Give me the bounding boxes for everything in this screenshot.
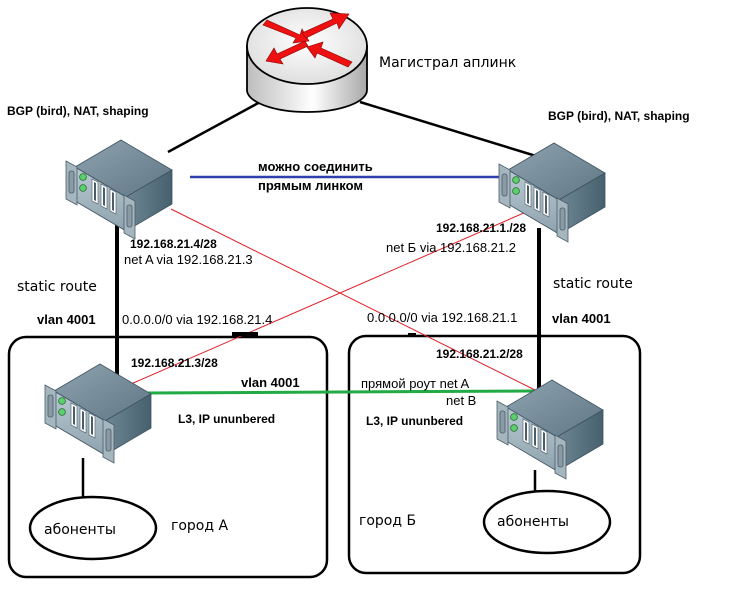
right-static-route-label: static route <box>553 276 633 292</box>
uplink-left <box>167 99 263 154</box>
city-b-label: город Б <box>359 513 417 529</box>
cross-link-red-2 <box>130 211 527 385</box>
city-b-box <box>347 334 642 575</box>
server-icon-border-left <box>65 139 173 240</box>
right-border-ip: 192.168.21.1./28 <box>436 221 527 235</box>
border-right-label: BGP (bird), NAT, shaping <box>548 109 690 123</box>
city-a-label: город А <box>171 518 229 534</box>
cross-link-red-1 <box>170 208 536 391</box>
access-left-label: L3, IP ununbered <box>178 412 276 426</box>
subscribers-ellipse-right <box>482 489 612 555</box>
right-default-route: 0.0.0.0/0 via 192.168.21.1 <box>367 310 518 325</box>
right-access-ip: 192.168.21.2/28 <box>436 347 523 361</box>
direct-link-note-line2: прямым линком <box>258 178 363 193</box>
server-icon-access-right <box>496 379 604 480</box>
right-vlan-label: vlan 4001 <box>552 311 611 326</box>
city-a-box <box>7 335 329 579</box>
direct-route-line1: прямой роут net A <box>361 376 470 391</box>
core-router-label: Магистрал аплинк <box>379 55 517 71</box>
border-left-label: BGP (bird), NAT, shaping <box>7 104 149 118</box>
left-access-ip: 192.168.21.3/28 <box>131 356 218 370</box>
subscribers-left-label: абоненты <box>44 522 116 538</box>
right-border-route: net Б via 192.168.21.2 <box>386 240 516 255</box>
uplink-right <box>359 100 537 158</box>
left-static-route-label: static route <box>17 279 97 295</box>
vlan-link-label: vlan 4001 <box>241 375 300 390</box>
direct-link-note-line1: можно соединить <box>258 159 373 174</box>
subscribers-right-label: абоненты <box>497 514 569 530</box>
router-icon <box>246 7 368 113</box>
left-border-route: net A via 192.168.21.3 <box>124 252 253 267</box>
left-border-ip: 192.168.21.4/28 <box>130 237 217 251</box>
left-vlan-label: vlan 4001 <box>37 312 96 327</box>
subscribers-ellipse-left <box>28 495 158 561</box>
left-default-route: 0.0.0.0/0 via 192.168.21.4 <box>122 312 273 327</box>
server-icon-access-left <box>44 363 152 464</box>
vlan-link-green <box>145 389 536 395</box>
direct-route-line2: net B <box>446 393 477 408</box>
access-right-label: L3, IP ununbered <box>366 414 464 428</box>
